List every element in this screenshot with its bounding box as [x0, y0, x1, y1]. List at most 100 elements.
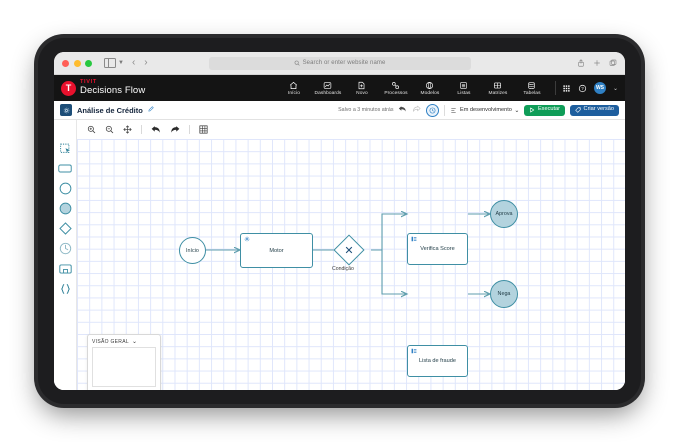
header-user-actions: ? WS ⌄	[562, 82, 618, 94]
list-icon	[411, 348, 417, 356]
code-braces-tool[interactable]	[58, 282, 73, 295]
list-icon	[459, 80, 468, 90]
minimap-title: VISÃO GERAL	[92, 338, 129, 345]
fit-to-screen-button[interactable]	[123, 125, 132, 134]
sidebar-icon	[104, 58, 116, 68]
nav-label-inicio: Início	[287, 91, 300, 96]
zoom-out-button[interactable]	[105, 125, 114, 134]
matrix-icon	[493, 80, 502, 90]
workflow-status-label: Em desenvolvimento	[459, 107, 512, 113]
app-header: T TIVIT Decisions Flow Início	[54, 75, 625, 101]
process-icon	[391, 80, 400, 90]
flow-canvas[interactable]: Início Motor ✕ Condição	[77, 139, 625, 390]
nav-item-modelos[interactable]: Modelos	[413, 80, 447, 96]
minimap-header[interactable]: VISÃO GERAL ⌄	[88, 335, 160, 347]
flow-status-icon	[451, 107, 457, 113]
flow-node-verifica-score[interactable]: Verifica Score	[407, 233, 468, 265]
tablet-device-frame: ▼ ‹ › Search or enter website name	[38, 38, 641, 404]
header-divider	[554, 81, 556, 95]
flow-node-lista-fraude-label: Lista de fraude	[418, 358, 456, 364]
redo-button[interactable]	[412, 105, 422, 115]
address-bar-placeholder: Search or enter website name	[302, 60, 386, 66]
nav-item-inicio[interactable]: Início	[277, 80, 311, 96]
nav-label-listas: Listas	[457, 91, 471, 96]
tivit-logo-icon: T	[61, 80, 76, 96]
create-version-button[interactable]: Criar versão	[570, 104, 619, 116]
help-icon[interactable]: ?	[578, 84, 587, 93]
canvas-undo-button[interactable]	[151, 125, 161, 134]
flow-node-inicio[interactable]: Início	[179, 237, 206, 264]
address-bar[interactable]: Search or enter website name	[208, 56, 471, 70]
chart-icon	[323, 80, 332, 90]
nav-item-listas[interactable]: Listas	[447, 80, 481, 96]
circle-outline-tool[interactable]	[58, 182, 73, 195]
browser-toolbar: ▼ ‹ › Search or enter website name	[54, 52, 625, 75]
zoom-in-button[interactable]	[87, 125, 96, 134]
workflow-status-selector[interactable]: Em desenvolvimento ⌄	[450, 107, 519, 114]
flow-node-condicao-label: Condição	[332, 266, 354, 272]
maximize-window-button[interactable]	[85, 59, 92, 67]
flow-node-inicio-label: Início	[186, 247, 199, 254]
nav-label-modelos: Modelos	[420, 91, 440, 96]
canvas-redo-button[interactable]	[170, 125, 180, 134]
circle-filled-tool[interactable]	[58, 202, 73, 215]
undo-button[interactable]	[398, 105, 407, 115]
edge-condicao-fraude	[371, 249, 407, 294]
brand-company-name: TIVIT	[80, 79, 97, 86]
rectangle-tool[interactable]	[58, 162, 73, 175]
browser-forward-button[interactable]: ›	[144, 57, 148, 68]
nav-label-matrizes: Matrizes	[488, 91, 508, 96]
flow-node-lista-fraude[interactable]: Lista de fraude	[407, 345, 468, 377]
minimize-window-button[interactable]	[73, 59, 81, 67]
card-tool[interactable]	[58, 262, 73, 275]
brand-logo[interactable]: T TIVIT Decisions Flow	[61, 80, 145, 96]
new-tab-icon[interactable]	[593, 59, 601, 67]
flow-node-aprova[interactable]: Aprova	[490, 200, 518, 228]
flow-node-motor[interactable]: Motor	[240, 233, 313, 268]
nav-label-novo: Novo	[356, 91, 368, 96]
nav-item-dashboards[interactable]: Dashboards	[311, 80, 345, 96]
close-window-button[interactable]	[62, 59, 69, 67]
toolbar-divider	[444, 104, 446, 116]
home-icon	[289, 80, 298, 90]
canvas-toolbar-divider-2	[189, 125, 190, 134]
nav-item-novo[interactable]: Novo	[345, 80, 379, 96]
create-version-button-label: Criar versão	[583, 106, 614, 113]
avatar[interactable]: WS	[593, 82, 606, 94]
tag-icon	[575, 107, 581, 113]
pencil-icon[interactable]	[148, 106, 154, 114]
minimap-viewport[interactable]	[92, 347, 156, 387]
overview-minimap-panel[interactable]: VISÃO GERAL ⌄	[87, 334, 161, 390]
main-navigation: Início Dashboards Novo	[277, 80, 549, 96]
clock-history-icon[interactable]	[426, 103, 440, 117]
grid-apps-icon[interactable]	[562, 84, 571, 93]
run-button-label: Executar	[537, 106, 561, 113]
browser-back-button[interactable]: ‹	[131, 57, 136, 68]
nav-item-tabelas[interactable]: Tabelas	[515, 80, 549, 96]
sidebar-toggle-button[interactable]: ▼	[104, 58, 124, 68]
diamond-tool[interactable]	[58, 222, 73, 235]
run-button[interactable]: Executar	[524, 104, 566, 116]
list-icon	[411, 236, 417, 244]
select-marquee-tool[interactable]	[58, 142, 73, 155]
nav-item-processos[interactable]: Processos	[379, 80, 413, 96]
tabs-overview-icon[interactable]	[609, 59, 617, 67]
window-controls[interactable]	[62, 59, 92, 67]
gauge-tool[interactable]	[58, 242, 73, 255]
search-icon	[294, 60, 300, 66]
flow-node-nega[interactable]: Nega	[490, 280, 518, 308]
edge-condicao-verifica	[371, 214, 407, 251]
play-icon	[530, 107, 535, 113]
minimap-chevron-down-icon[interactable]: ⌄	[131, 339, 137, 345]
canvas-toolbar	[77, 120, 625, 139]
nav-label-tabelas: Tabelas	[523, 91, 541, 96]
gear-icon	[244, 236, 250, 244]
share-icon[interactable]	[577, 59, 585, 67]
user-menu-chevron-down-icon[interactable]: ⌄	[612, 85, 618, 92]
status-chevron-down-icon: ⌄	[514, 107, 520, 114]
gear-document-icon	[60, 104, 72, 116]
nav-item-matrizes[interactable]: Matrizes	[481, 80, 515, 96]
page-title: Análise de Crédito	[77, 105, 143, 115]
nav-label-processos: Processos	[384, 91, 408, 96]
grid-toggle-button[interactable]	[199, 125, 208, 134]
